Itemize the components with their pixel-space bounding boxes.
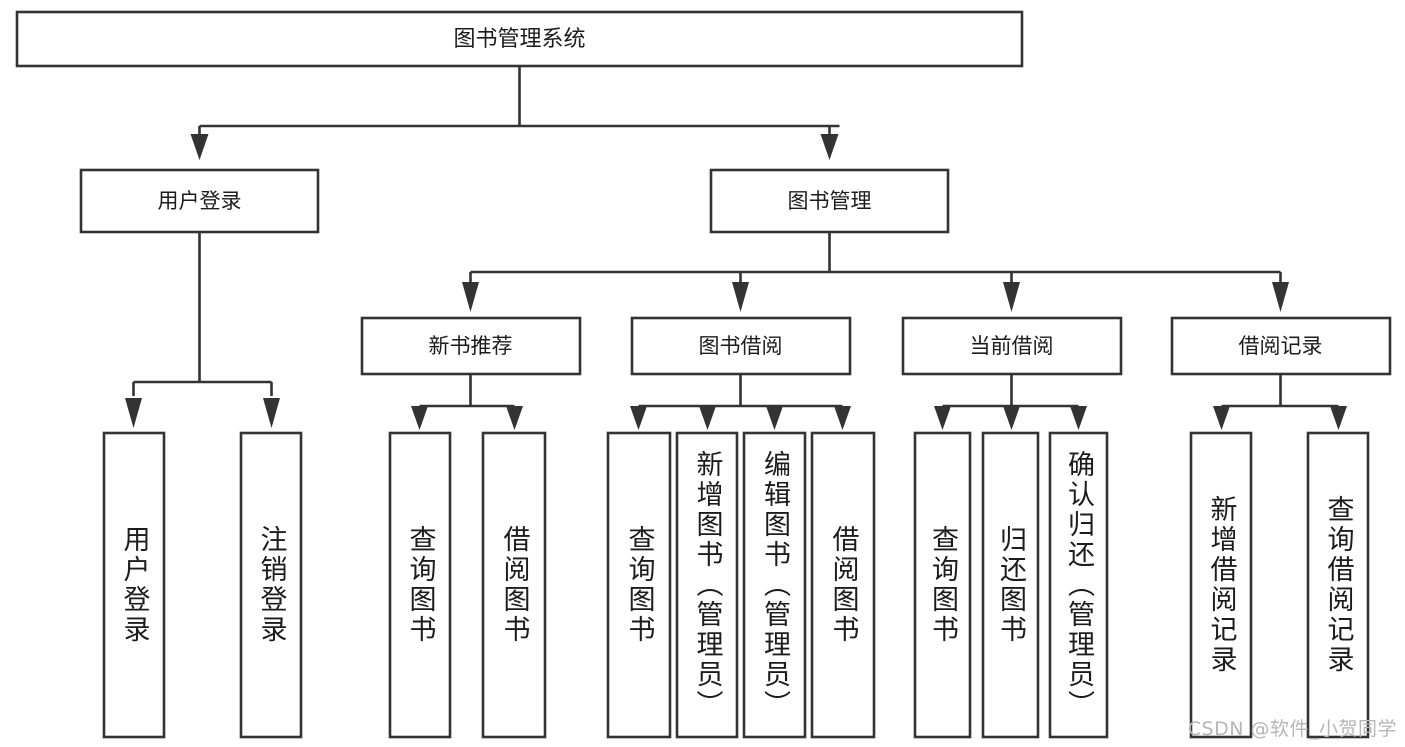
leaf-box-query-book-3[interactable]	[913, 431, 972, 739]
node-book-manage-label: 图书管理	[788, 189, 872, 213]
edges-layer	[125, 66, 1347, 430]
leaf-box-edit-book[interactable]	[742, 431, 807, 739]
edge-borrowrecord-to-leaves	[1213, 374, 1347, 430]
node-book-borrow[interactable]: 图书借阅	[630, 316, 852, 376]
csdn-watermark: CSDN @软件_小贺同学	[1187, 718, 1397, 740]
leaf-box-query-book-2[interactable]	[606, 431, 672, 739]
node-book-manage[interactable]: 图书管理	[709, 168, 950, 234]
edge-bookmanage-to-level2	[462, 232, 1289, 312]
edge-newbook-to-leaves	[411, 374, 523, 430]
leaf-box-user-login[interactable]	[102, 431, 166, 739]
leaf-box-borrow-book-1[interactable]	[481, 431, 547, 739]
edge-userlogin-to-leaves	[125, 232, 280, 428]
node-current-borrow[interactable]: 当前借阅	[901, 316, 1123, 376]
node-borrow-record[interactable]: 借阅记录	[1170, 316, 1392, 376]
node-user-login-label: 用户登录	[158, 189, 242, 213]
leaf-box-add-record[interactable]	[1189, 431, 1253, 739]
leaf-box-borrow-book-2[interactable]	[810, 431, 876, 739]
node-current-borrow-label: 当前借阅	[970, 334, 1054, 358]
node-new-book-recommend[interactable]: 新书推荐	[360, 316, 582, 376]
nodes-layer: 图书管理系统 用户登录 图书管理 新书推荐 图书借阅	[15, 10, 1392, 739]
edge-bookborrow-to-leaves	[630, 374, 851, 430]
leaf-box-add-book[interactable]	[675, 431, 739, 739]
edge-root-to-level1	[190, 66, 840, 160]
leaf-box-return-book[interactable]	[981, 431, 1040, 739]
leaf-box-user-logout[interactable]	[239, 431, 303, 739]
node-root[interactable]: 图书管理系统	[15, 10, 1024, 68]
node-root-label: 图书管理系统	[453, 27, 585, 52]
leaf-box-confirm-return[interactable]	[1048, 431, 1109, 739]
node-borrow-record-label: 借阅记录	[1239, 334, 1323, 358]
edge-currentborrow-to-leaves	[934, 374, 1087, 430]
node-new-book-recommend-label: 新书推荐	[429, 334, 513, 358]
node-book-borrow-label: 图书借阅	[699, 334, 783, 358]
leaf-box-query-book-1[interactable]	[388, 431, 452, 739]
node-user-login[interactable]: 用户登录	[79, 168, 320, 234]
leaf-box-query-record[interactable]	[1306, 431, 1370, 739]
